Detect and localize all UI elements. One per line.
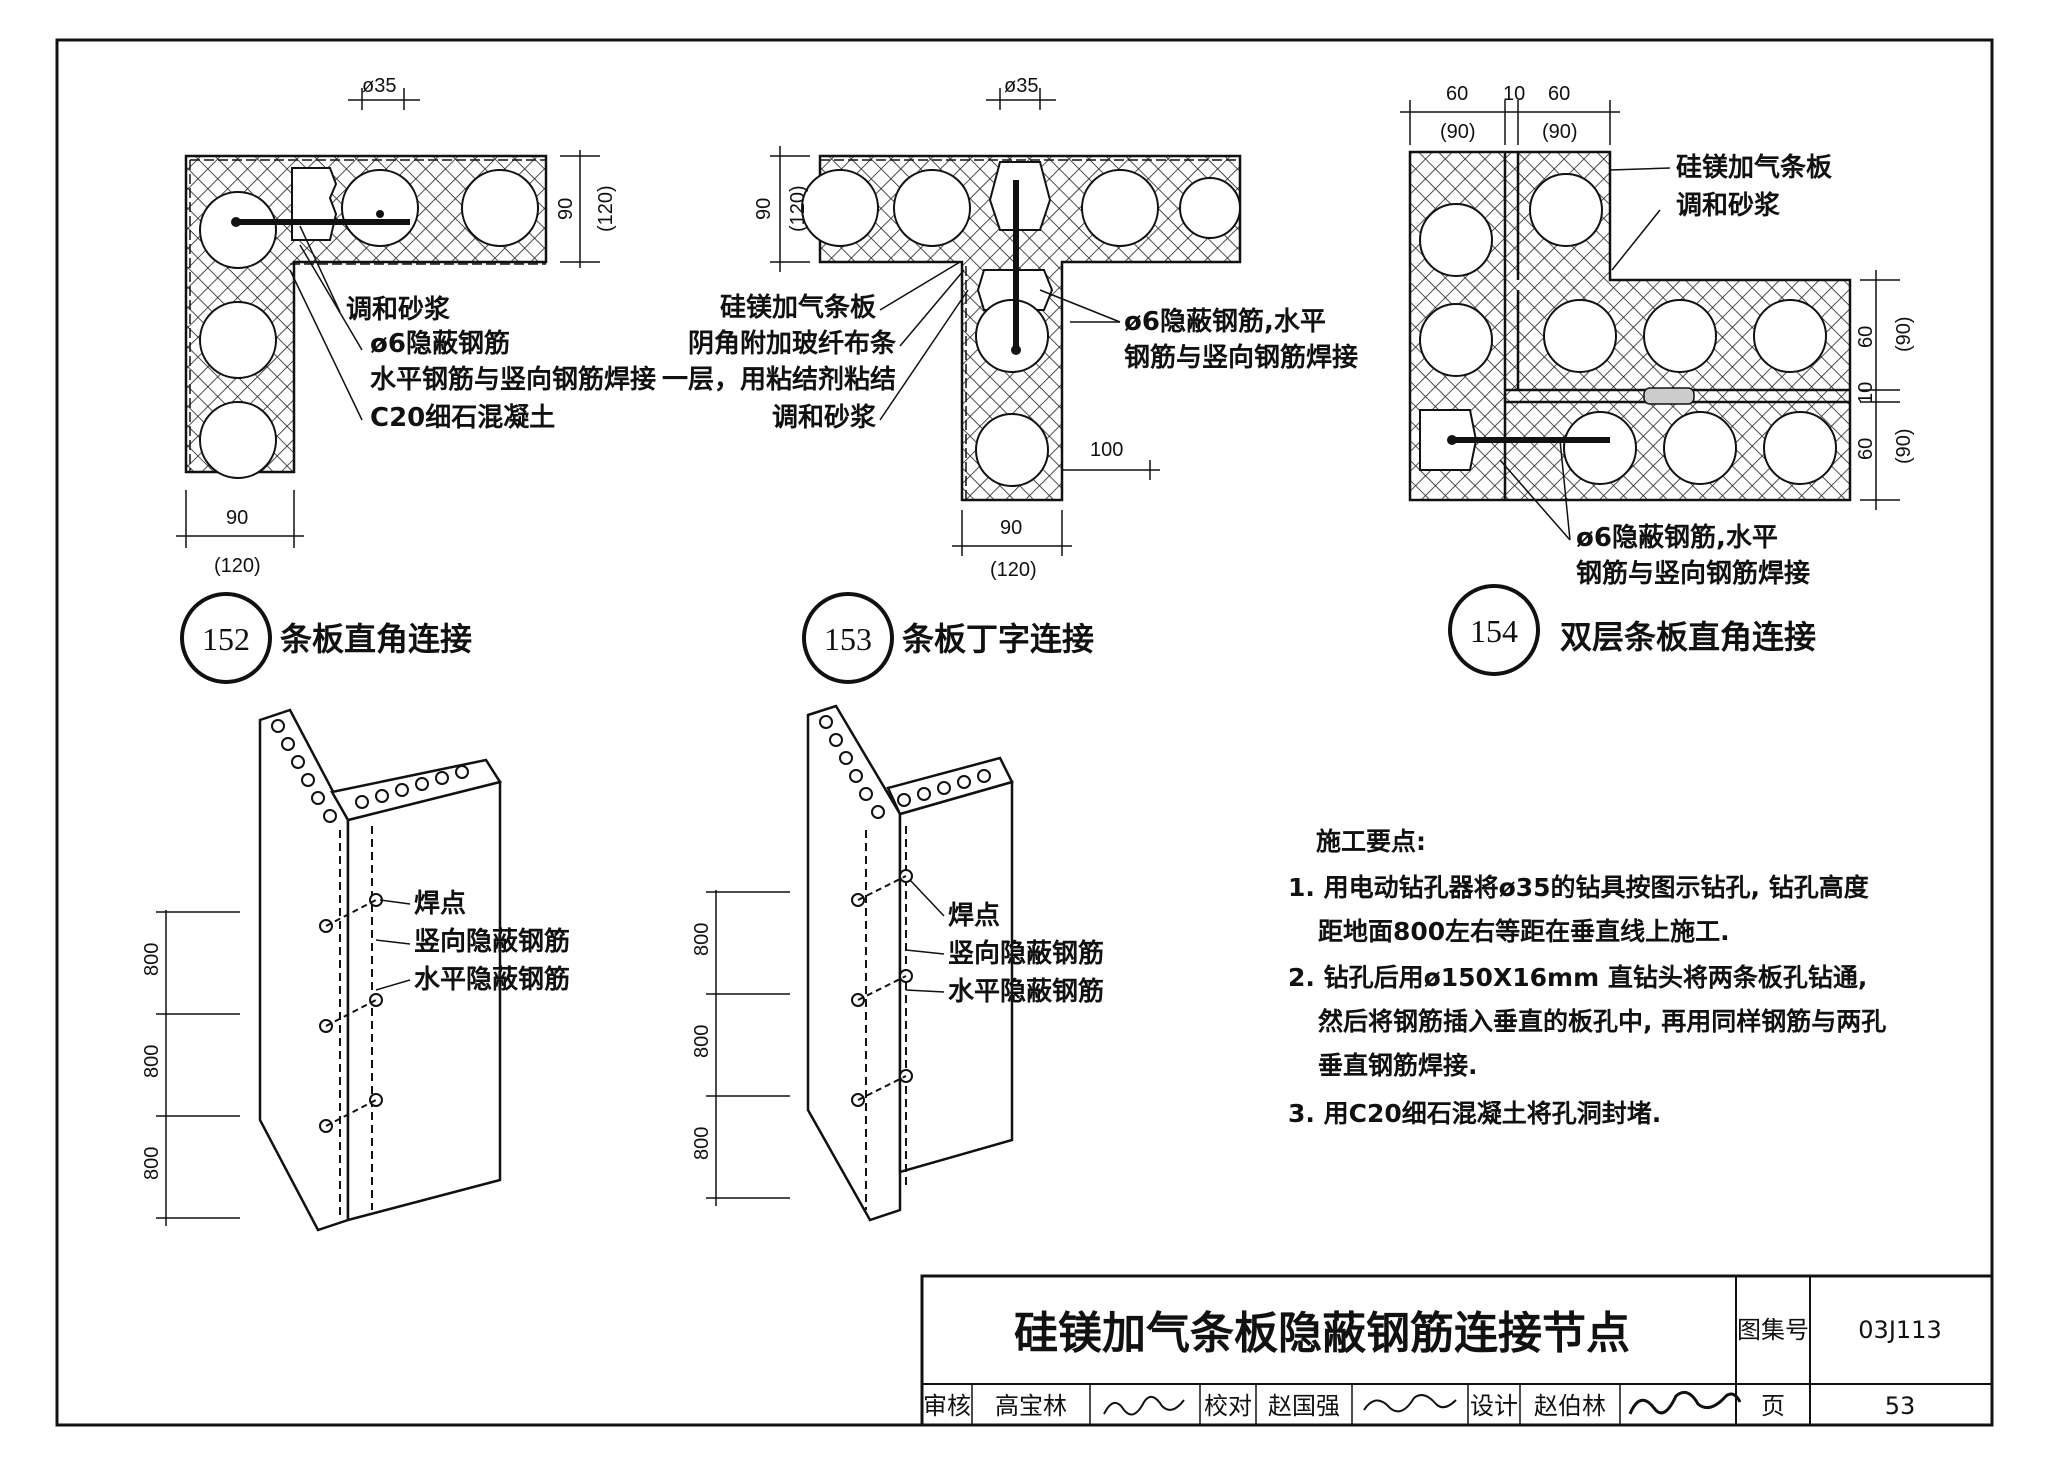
spacing-dim: 800 xyxy=(141,1045,163,1078)
label-concrete: C20细石混凝土 xyxy=(370,402,555,433)
bottom-dim: 90 xyxy=(226,507,248,529)
sheet-title: 硅镁加气条板隐蔽钢筋连接节点 xyxy=(1014,1308,1630,1359)
hole-dim: ø35 xyxy=(362,75,396,97)
label-rebar: ø6隐蔽钢筋,水平 xyxy=(1124,306,1326,337)
spacing-dim: 800 xyxy=(141,1147,163,1180)
bottom-alt-dim: (120) xyxy=(990,559,1037,581)
w1-dim: 60 xyxy=(1446,83,1468,105)
detail-number: 152 xyxy=(202,621,250,657)
r2-dim: 60 xyxy=(1855,438,1877,460)
detail-153: ø35 90 (120) 100 90 (120) 硅镁加气条板 阴角附加玻纤布… xyxy=(662,75,1358,684)
label-weld: 钢筋与竖向钢筋焊接 xyxy=(1124,342,1358,373)
thickness-dim: 90 xyxy=(753,198,775,220)
label-panel: 硅镁加气条板 xyxy=(720,292,876,323)
w2-dim: 60 xyxy=(1548,83,1570,105)
bottom-dim: 90 xyxy=(1000,517,1022,539)
checker-signature xyxy=(1363,1394,1457,1413)
reviewer-name: 高宝林 xyxy=(995,1392,1067,1420)
page-number: 53 xyxy=(1885,1392,1916,1420)
rgap-dim: 10 xyxy=(1855,382,1877,404)
note-line: 1. 用电动钻孔器将ø35的钻具按图示钻孔, 钻孔高度 xyxy=(1288,873,1869,902)
thickness-alt-dim: (120) xyxy=(787,185,809,232)
label-horizontal-rebar: 水平隐蔽钢筋 xyxy=(414,964,570,995)
detail-number: 153 xyxy=(824,621,872,657)
label-mortar: 调和砂浆 xyxy=(1676,190,1781,221)
spacing-dim: 800 xyxy=(691,1025,713,1058)
offset-dim: 100 xyxy=(1090,439,1123,461)
label-rebar: ø6隐蔽钢筋 xyxy=(370,328,510,359)
bottom-alt-dim: (120) xyxy=(214,555,261,577)
notes-heading: 施工要点: xyxy=(1316,827,1426,856)
r1-alt-dim: (90) xyxy=(1893,316,1915,352)
detail-caption: 条板丁字连接 xyxy=(902,620,1094,658)
note-line: 垂直钢筋焊接. xyxy=(1318,1051,1478,1080)
label-vertical-rebar: 竖向隐蔽钢筋 xyxy=(948,938,1104,969)
label-adhesive: 一层，用粘结剂粘结 xyxy=(662,365,896,395)
note-line: 然后将钢筋插入垂直的板孔中, 再用同样钢筋与两孔 xyxy=(1318,1007,1886,1036)
designer-name: 赵伯林 xyxy=(1534,1392,1606,1420)
detail-caption: 条板直角连接 xyxy=(280,620,472,658)
label-weld-point: 焊点 xyxy=(414,888,466,919)
spacing-dim: 800 xyxy=(691,1127,713,1160)
label-fiber: 阴角附加玻纤布条 xyxy=(688,328,897,359)
label-weld-point: 焊点 xyxy=(948,900,1000,931)
label-weld: 钢筋与竖向钢筋焊接 xyxy=(1576,558,1810,589)
detail-154: 60 10 60 (90) (90) 60 (90) 10 60 (90) 硅镁… xyxy=(1400,83,1915,676)
detail-number-circle xyxy=(180,592,272,684)
label-vertical-rebar: 竖向隐蔽钢筋 xyxy=(414,926,570,957)
w2-alt-dim: (90) xyxy=(1542,121,1578,143)
thickness-dim: 90 xyxy=(555,198,577,220)
label-mortar: 调和砂浆 xyxy=(772,402,877,433)
atlas-number: 03J113 xyxy=(1858,1316,1941,1344)
spacing-dim: 800 xyxy=(141,943,163,976)
r2-alt-dim: (90) xyxy=(1893,428,1915,464)
design-label: 设计 xyxy=(1470,1392,1518,1420)
detail-caption: 双层条板直角连接 xyxy=(1560,618,1816,656)
detail-number-circle xyxy=(802,592,894,684)
spacing-dim: 800 xyxy=(691,923,713,956)
page-label: 页 xyxy=(1761,1392,1785,1420)
isometric-right-angle: 焊点 竖向隐蔽钢筋 水平隐蔽钢筋 800 800 800 xyxy=(141,708,570,1232)
reviewer-signature xyxy=(1103,1395,1185,1416)
r1-dim: 60 xyxy=(1855,326,1877,348)
hole-dim: ø35 xyxy=(1004,75,1038,97)
thickness-alt-dim: (120) xyxy=(595,185,617,232)
checker-name: 赵国强 xyxy=(1268,1392,1340,1420)
note-line: 2. 钻孔后用ø150X16mm 直钻头将两条板孔钻通, xyxy=(1288,963,1867,992)
note-line: 距地面800左右等距在垂直线上施工. xyxy=(1318,917,1730,946)
label-mortar: 调和砂浆 xyxy=(346,294,451,325)
designer-signature xyxy=(1628,1390,1742,1415)
check-label: 校对 xyxy=(1204,1392,1252,1420)
label-panel: 硅镁加气条板 xyxy=(1676,152,1832,183)
label-weld: 水平钢筋与竖向钢筋焊接 xyxy=(370,364,656,395)
detail-number-circle xyxy=(1448,584,1540,676)
isometric-t-junction: 焊点 竖向隐蔽钢筋 水平隐蔽钢筋 800 800 800 xyxy=(691,704,1104,1222)
label-rebar: ø6隐蔽钢筋,水平 xyxy=(1576,522,1778,553)
note-line: 3. 用C20细石混凝土将孔洞封堵. xyxy=(1288,1099,1661,1128)
w1-alt-dim: (90) xyxy=(1440,121,1476,143)
title-block: 硅镁加气条板隐蔽钢筋连接节点 图集号 03J113 审核 高宝林 校对 赵国强 … xyxy=(920,1274,1994,1427)
atlas-label: 图集号 xyxy=(1737,1316,1809,1344)
construction-notes: 施工要点: 1. 用电动钻孔器将ø35的钻具按图示钻孔, 钻孔高度 距地面800… xyxy=(1288,827,1886,1128)
label-horizontal-rebar: 水平隐蔽钢筋 xyxy=(948,976,1104,1007)
gap-dim: 10 xyxy=(1503,83,1525,105)
detail-152: ø35 90 (120) 90 (120) 调和砂浆 ø6隐蔽钢筋 水平钢筋与竖… xyxy=(176,75,656,684)
review-label: 审核 xyxy=(923,1392,971,1420)
detail-number: 154 xyxy=(1470,613,1518,649)
panel-section xyxy=(1408,150,1852,502)
